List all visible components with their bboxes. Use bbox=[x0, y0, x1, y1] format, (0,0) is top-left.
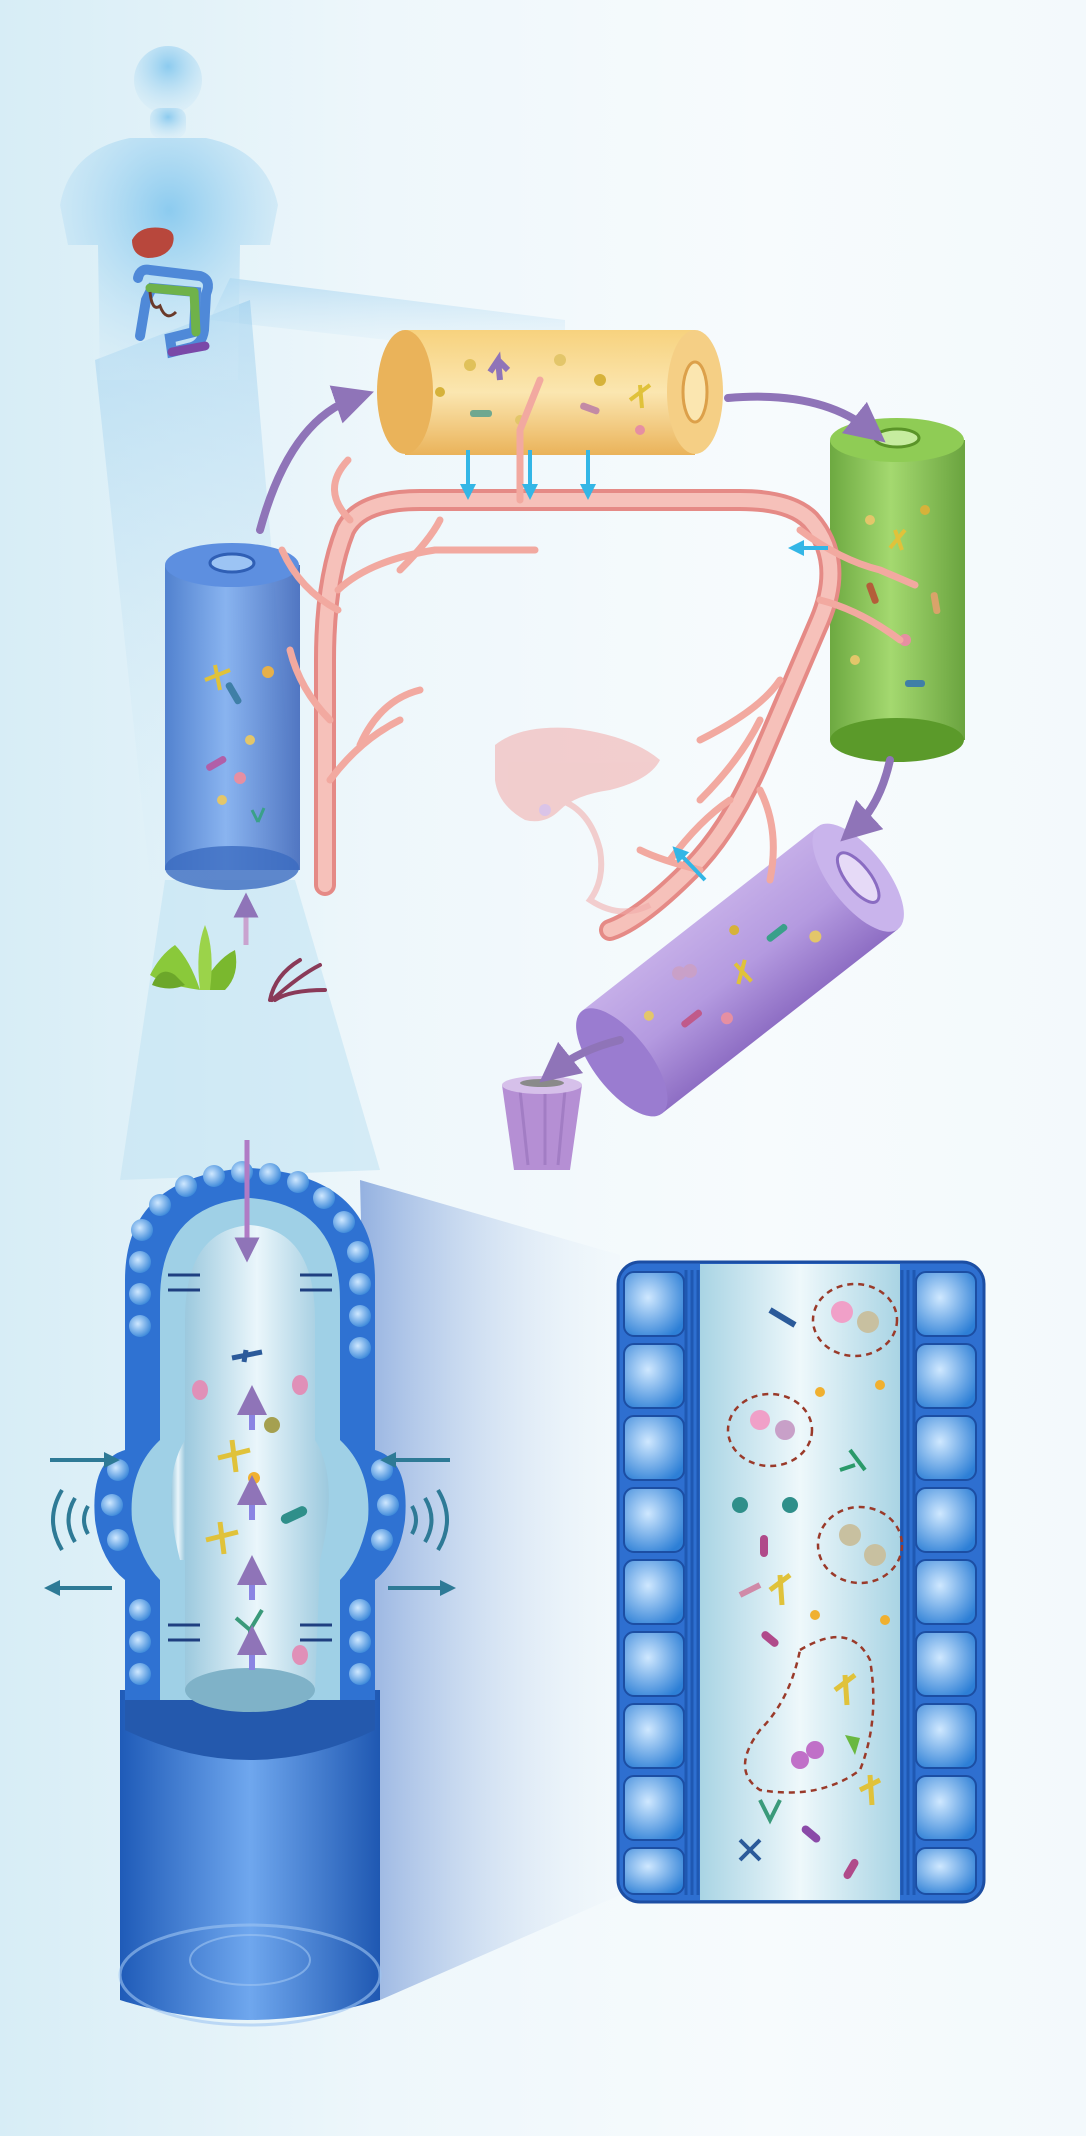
lumen-magnified-panel bbox=[616, 1260, 986, 1904]
stool-cup-icon bbox=[502, 1076, 582, 1170]
gut-organs-icon bbox=[132, 227, 213, 359]
microvilli bbox=[684, 1270, 916, 1895]
flow-arrows-lumen bbox=[234, 1140, 267, 1670]
microbe-cluster bbox=[204, 664, 274, 823]
peristalsis-arrows bbox=[44, 1452, 456, 1596]
small-intestine-segment bbox=[165, 543, 300, 890]
enterocyte-cells bbox=[101, 1161, 399, 1685]
panel-microbes bbox=[732, 1301, 890, 1880]
descending-colon-segment bbox=[576, 823, 904, 1117]
ascending-colon-segment bbox=[377, 330, 723, 455]
microbe-communities bbox=[726, 1282, 904, 1794]
absorption-arrows bbox=[460, 450, 828, 882]
panel-cells-left bbox=[623, 1271, 685, 1895]
flow-arrow-descending-to-stool bbox=[539, 1036, 624, 1083]
flow-arrow-small-to-ascending bbox=[256, 385, 374, 534]
transverse-colon-segment bbox=[830, 418, 965, 762]
panel-cells-right bbox=[915, 1271, 977, 1895]
intestinal-wall-cutaway bbox=[44, 1140, 456, 2027]
liver-icon bbox=[495, 727, 660, 915]
flow-arrows bbox=[256, 385, 894, 1083]
human-silhouette bbox=[60, 46, 278, 380]
flow-arrow-ascending-to-transverse bbox=[724, 392, 886, 443]
flow-arrow-transverse-to-descending bbox=[840, 756, 894, 842]
blood-vessel-tree bbox=[278, 376, 919, 941]
absorption-lines bbox=[168, 1273, 332, 1642]
diet-plants-icon bbox=[150, 925, 327, 1002]
